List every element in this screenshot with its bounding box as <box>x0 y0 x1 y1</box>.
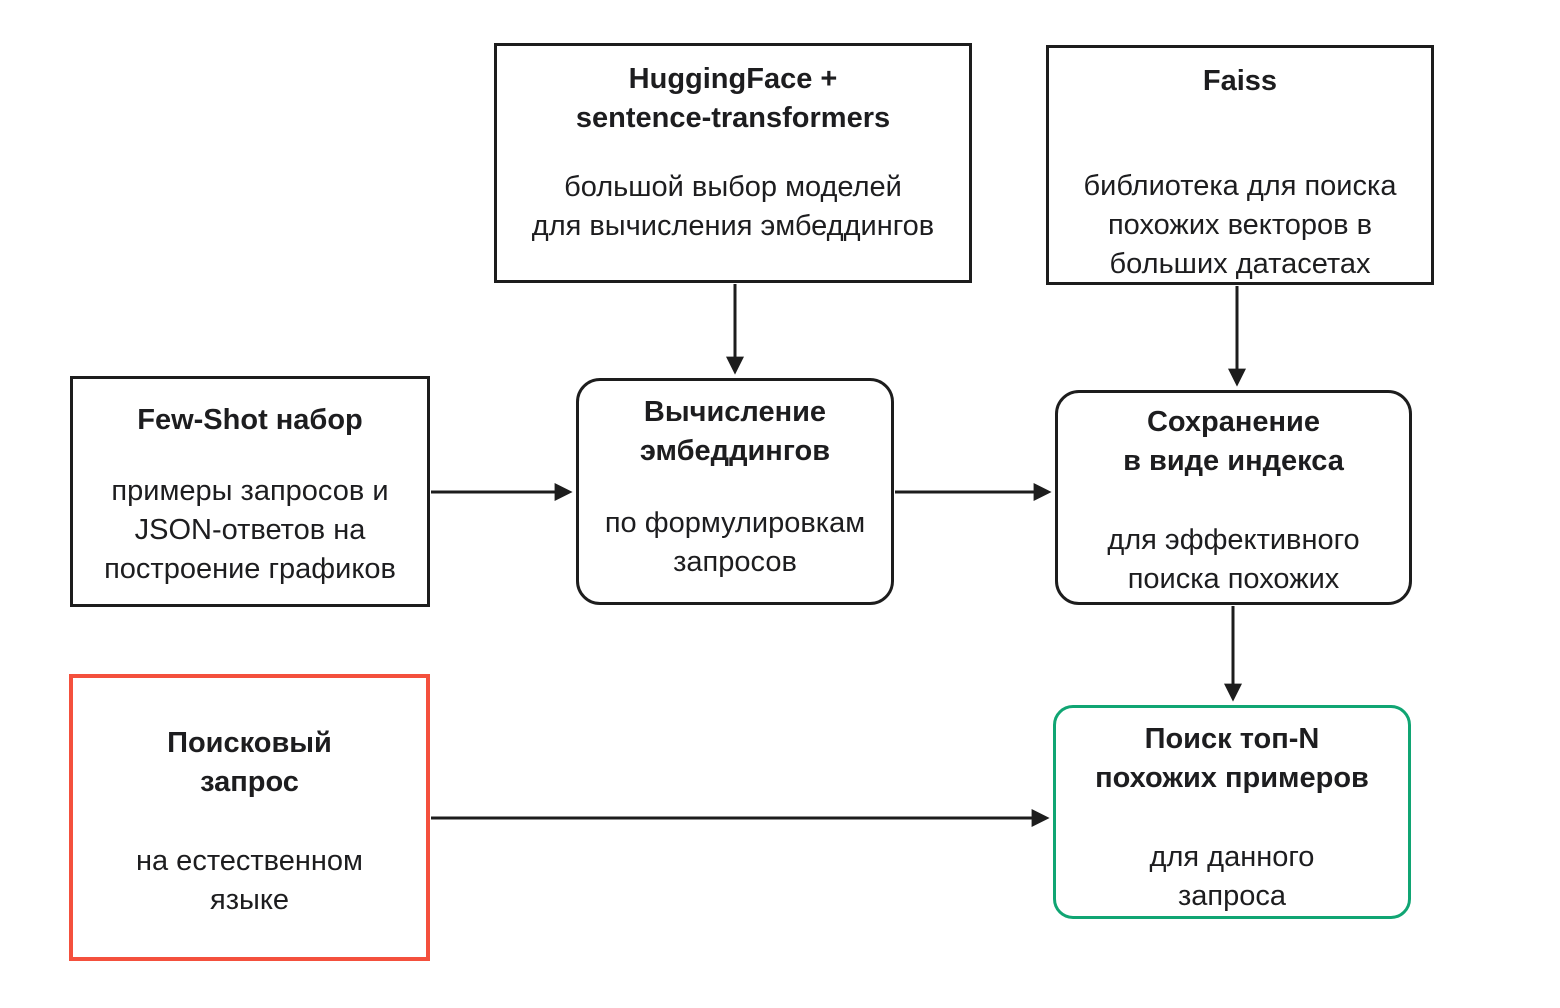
node-compute-embeddings-body: по формулировкам запросов <box>604 507 866 578</box>
node-save-index-title: Сохранение в виде индекса <box>1123 406 1344 477</box>
node-faiss-title: Faiss <box>1202 65 1278 97</box>
node-faiss: Faiss библиотека для поиска похожих вект… <box>1046 45 1434 285</box>
node-faiss-body: библиотека для поиска похожих векторов в… <box>1083 170 1397 280</box>
node-huggingface: HuggingFace + sentence-transformers боль… <box>494 43 972 283</box>
node-save-index: Сохранение в виде индекса для эффективно… <box>1055 390 1412 605</box>
node-save-index-body: для эффективного поиска похожих <box>1107 524 1360 595</box>
node-huggingface-title: HuggingFace + sentence-transformers <box>575 63 891 134</box>
node-top-n-search-title: Поиск топ-N похожих примеров <box>1095 723 1369 794</box>
node-fewshot-title: Few-Shot набор <box>137 404 363 436</box>
node-fewshot: Few-Shot набор примеры запросов и JSON-о… <box>70 376 430 607</box>
node-top-n-search-body: для данного запроса <box>1149 841 1315 912</box>
node-search-query-title: Поисковый запрос <box>167 727 332 798</box>
node-compute-embeddings: Вычисление эмбеддингов по формулировкам … <box>576 378 894 605</box>
node-top-n-search: Поиск топ-N похожих примеров для данного… <box>1053 705 1411 919</box>
node-search-query: Поисковый запрос на естественном языке <box>69 674 430 961</box>
node-huggingface-body: большой выбор моделей для вычисления эмб… <box>531 171 935 242</box>
node-compute-embeddings-title: Вычисление эмбеддингов <box>639 396 831 467</box>
node-fewshot-body: примеры запросов и JSON-ответов на постр… <box>104 475 396 585</box>
node-search-query-body: на естественном языке <box>135 845 363 916</box>
